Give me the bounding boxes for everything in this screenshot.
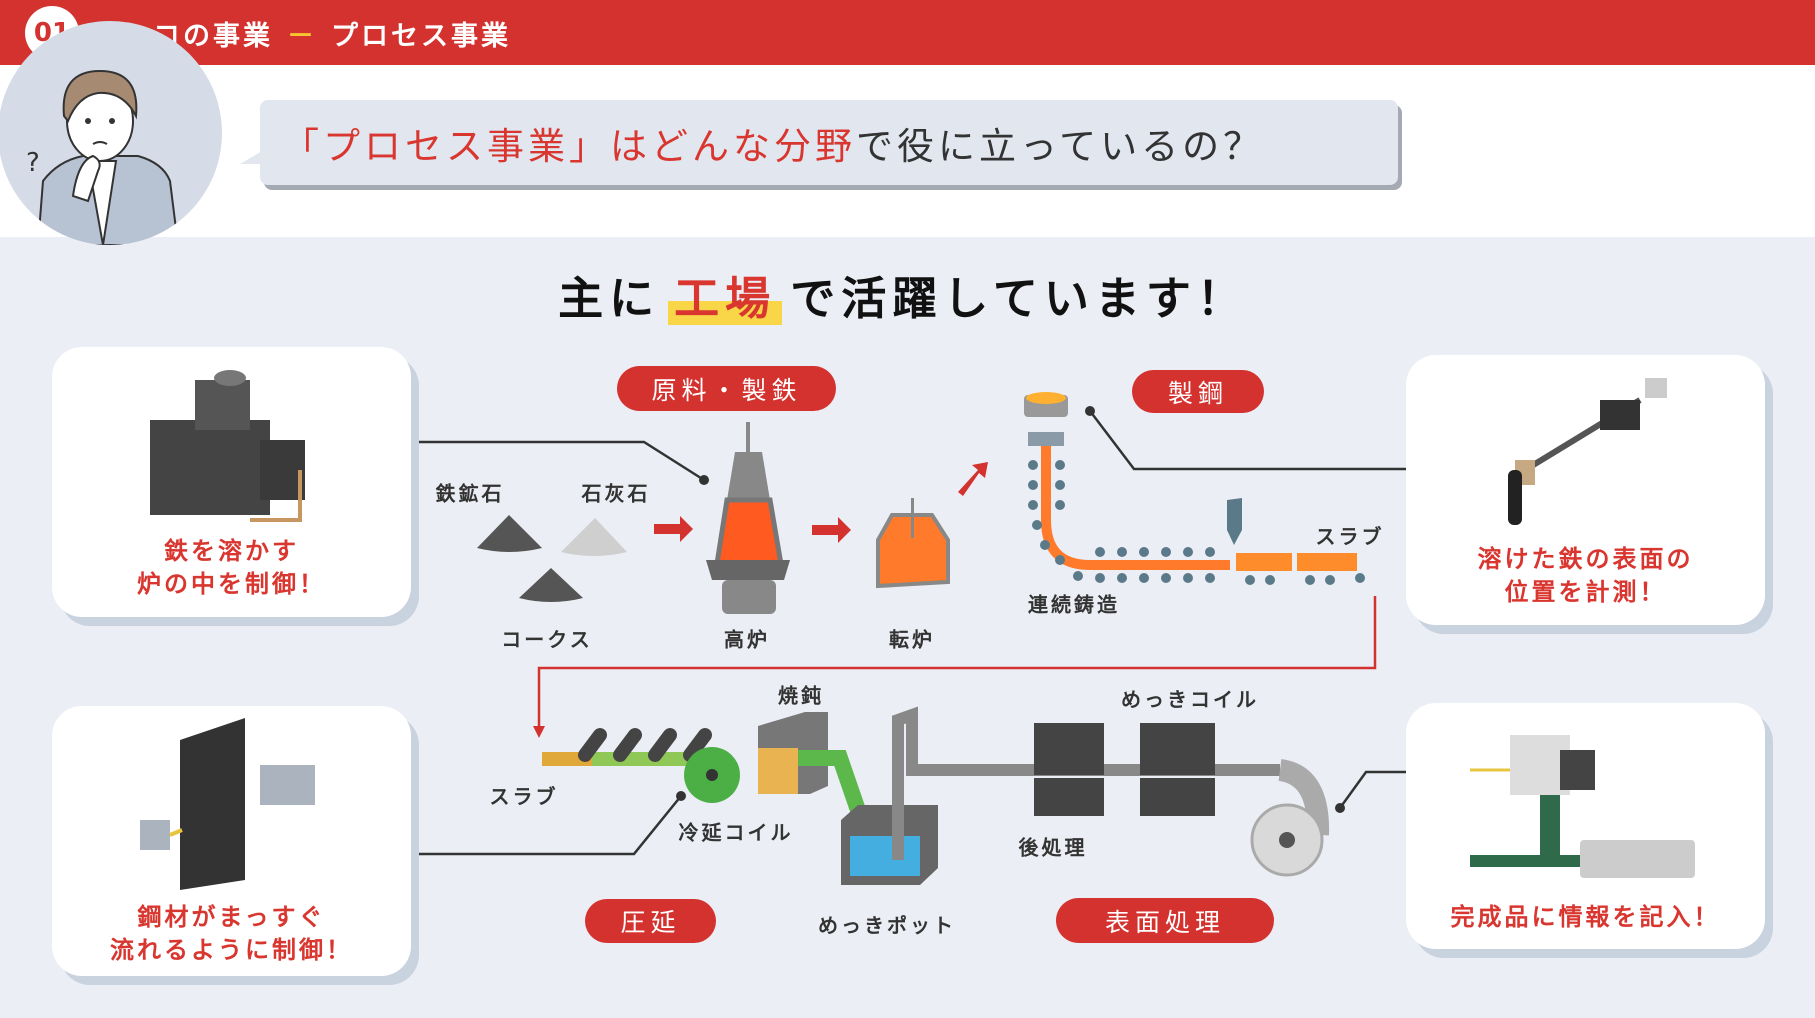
connector-lines — [419, 410, 1406, 856]
card-text: 鋼材がまっすぐ流れるように制御！ — [110, 903, 353, 964]
stage-steelmaking: 製鋼 — [1132, 370, 1264, 413]
label-plated-coil: めっきコイル — [1121, 687, 1259, 712]
label-blast-furnace: 高炉 — [724, 627, 770, 652]
label-cold-coil: 冷延コイル — [678, 820, 794, 845]
continuous-caster-icon — [1024, 392, 1365, 585]
heading-after: で活躍しています！ — [790, 272, 1248, 325]
stage-rolling: 圧延 — [585, 899, 716, 943]
card-level-measurement: 溶けた鉄の表面の位置を計測！ — [1406, 355, 1765, 625]
label-limestone: 石灰石 — [581, 481, 651, 506]
avatar-circle: ? — [0, 21, 222, 245]
label-post-treatment: 後処理 — [1018, 835, 1088, 860]
furnace-controller-machine-icon — [150, 370, 305, 522]
heading-highlight: 工場 — [668, 272, 783, 325]
card-product-marking: 完成品に情報を記入！ — [1406, 703, 1765, 949]
stage-raw-ironmaking: 原料・製鉄 — [617, 366, 836, 411]
separator: － — [287, 21, 317, 52]
label-coke: コークス — [501, 627, 593, 652]
cold-rolling-icon — [542, 728, 740, 803]
heading-before: 主に — [558, 272, 661, 325]
converter-icon — [876, 498, 950, 589]
steering-sensor-icon — [140, 718, 315, 890]
annealing-furnace-icon — [758, 712, 828, 794]
card-text: 溶けた鉄の表面の位置を計測！ — [1477, 545, 1694, 606]
stage-surface-treatment: 表面処理 — [1056, 898, 1274, 943]
card-text: 鉄を溶かす炉の中を制御！ — [137, 537, 326, 598]
label-plating-pot: めっきポット — [818, 913, 956, 938]
label-slab-top: スラブ — [1315, 524, 1385, 549]
question-speech-bubble: 「プロセス事業」はどんな分野で役に立っているの？ — [260, 100, 1398, 185]
plating-pot-icon — [841, 805, 938, 885]
question-rest: で役に立っているの？ — [856, 124, 1265, 168]
label-converter: 転炉 — [889, 627, 935, 652]
main-heading: 主に工場で活躍しています！ — [0, 262, 1806, 327]
blast-furnace-icon — [706, 422, 790, 614]
label-continuous-casting: 連続鋳造 — [1028, 592, 1120, 617]
plated-coil-icon — [1250, 803, 1324, 877]
iron-ore-icon — [477, 515, 542, 552]
coke-icon — [519, 568, 583, 602]
question-highlight: 「プロセス事業」はどんな分野 — [282, 124, 856, 168]
thinking-person-icon: ? — [26, 69, 180, 245]
card-text: 完成品に情報を記入！ — [1450, 903, 1721, 931]
label-iron-ore: 鉄鉱石 — [435, 481, 505, 506]
subsection-title: プロセス事業 — [331, 21, 511, 52]
header-bar — [0, 0, 1815, 65]
limestone-icon — [561, 518, 627, 556]
post-treatment-rolls — [1034, 723, 1215, 816]
process-arrows — [654, 462, 988, 543]
speech-bubble-tail — [240, 150, 264, 164]
svg-text:?: ? — [26, 148, 40, 178]
label-slab-bottom: スラブ — [489, 784, 559, 809]
flow-line — [537, 596, 1377, 728]
label-annealing: 焼鈍 — [778, 683, 824, 708]
marking-machine-icon — [1470, 735, 1695, 878]
level-sensor-icon — [1508, 378, 1667, 525]
